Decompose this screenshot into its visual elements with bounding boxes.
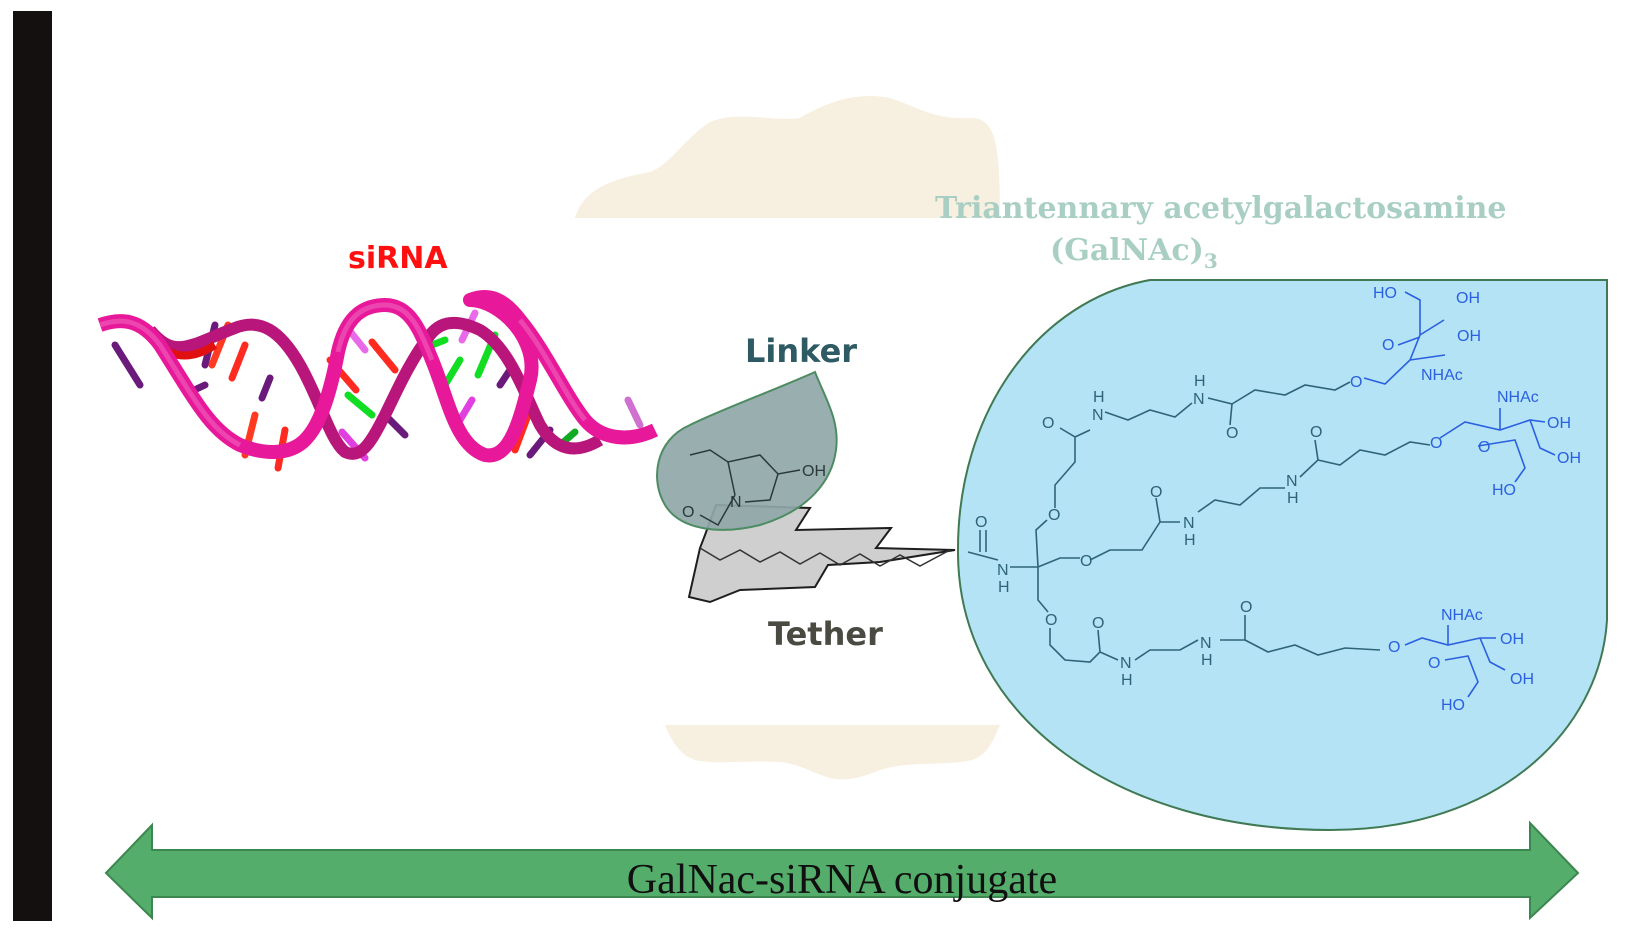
atom-n: N xyxy=(997,562,1009,579)
galnac-sugar-bottom: O O NHAc OH OH HO xyxy=(1388,607,1534,714)
helix-highlight xyxy=(335,302,435,361)
left-black-bar xyxy=(13,11,52,921)
helix-highlight xyxy=(518,318,587,422)
atom-n: N xyxy=(1120,655,1132,672)
atom-o: O xyxy=(1080,553,1092,570)
galnac-title-line1: Triantennary acetylgalactosamine xyxy=(935,191,1507,226)
atom-o: O xyxy=(1388,639,1400,656)
atom-h: H xyxy=(1121,672,1133,689)
tether-shape xyxy=(687,503,956,604)
atom-nhac: NHAc xyxy=(1497,389,1539,406)
atom-o: O xyxy=(1048,507,1060,524)
base-pair xyxy=(368,338,399,374)
atom-o: O xyxy=(1226,425,1238,442)
atom-o: O xyxy=(1310,424,1322,441)
linker-shape: OH N O xyxy=(656,370,838,531)
atom-n: N xyxy=(1200,635,1212,652)
atom-n: N xyxy=(1092,407,1104,424)
atom-h: H xyxy=(998,579,1010,596)
atom-oh: OH xyxy=(1456,290,1480,307)
atom-h: H xyxy=(1184,532,1196,549)
atom-n: N xyxy=(1193,391,1205,408)
galnac-title-line2: (GalNAc)3 xyxy=(1050,233,1218,273)
helix-highlight xyxy=(99,318,242,448)
atom-nhac: NHAc xyxy=(1421,367,1463,384)
base-pair xyxy=(496,366,514,389)
atom-oh: OH xyxy=(1547,415,1571,432)
background-cloud-bottom xyxy=(665,725,1000,780)
galnac-core-bonds xyxy=(967,381,1431,663)
base-pair xyxy=(344,391,376,419)
galnac-title-main: (GalNAc) xyxy=(1050,233,1204,268)
base-pair xyxy=(111,341,144,389)
galnac-title-subscript: 3 xyxy=(1204,249,1218,273)
atom-o: O xyxy=(1240,599,1252,616)
base-pair xyxy=(624,396,644,429)
galnac-sugar-top: O O HO OH OH NHAc xyxy=(1350,285,1481,391)
linker-bonds xyxy=(689,449,801,527)
atom-o: O xyxy=(1092,615,1104,632)
background-cloud-top xyxy=(575,96,1000,218)
linker-oh: OH xyxy=(802,463,826,480)
atom-o: O xyxy=(975,514,987,531)
atom-o: O xyxy=(1478,439,1490,456)
atom-oh: OH xyxy=(1500,631,1524,648)
sugar-bonds xyxy=(1439,408,1556,483)
atom-h: H xyxy=(1201,652,1213,669)
atom-o: O xyxy=(1382,337,1394,354)
atom-nhac: NHAc xyxy=(1441,607,1483,624)
base-pair xyxy=(428,336,449,349)
atom-ho: HO xyxy=(1492,482,1516,499)
atom-h: H xyxy=(1093,389,1105,406)
atom-n: N xyxy=(1286,473,1298,490)
base-pair xyxy=(258,374,274,402)
sugar-bonds xyxy=(1404,625,1506,698)
atom-o: O xyxy=(1350,374,1362,391)
base-pair xyxy=(456,396,476,424)
conjugate-double-arrow xyxy=(104,820,1580,921)
tether-chain xyxy=(699,547,951,567)
galnac-shape xyxy=(956,279,1608,832)
atom-o: O xyxy=(1042,415,1054,432)
atom-o: O xyxy=(1150,484,1162,501)
atom-ho: HO xyxy=(1373,285,1397,302)
sugar-bonds xyxy=(1363,291,1446,385)
atom-oh: OH xyxy=(1457,328,1481,345)
linker-label: Linker xyxy=(745,332,857,370)
conjugate-label: GalNac-siRNA conjugate xyxy=(627,857,1057,903)
atom-oh: OH xyxy=(1510,671,1534,688)
atom-ho: HO xyxy=(1441,697,1465,714)
sirna-label: siRNA xyxy=(348,241,448,276)
base-pair xyxy=(228,341,249,382)
base-pair xyxy=(441,356,464,389)
atom-o: O xyxy=(1430,435,1442,452)
atom-oh: OH xyxy=(1557,450,1581,467)
linker-leaf xyxy=(656,370,838,531)
atom-n: N xyxy=(1183,515,1195,532)
linker-n: N xyxy=(730,494,742,511)
galnac-sugar-middle: O O NHAc OH OH HO xyxy=(1430,389,1581,499)
tether-label: Tether xyxy=(768,615,883,653)
linker-o: O xyxy=(682,504,694,521)
atom-h: H xyxy=(1287,490,1299,507)
atom-o: O xyxy=(1045,612,1057,629)
sirna-helix xyxy=(97,289,659,472)
atom-h: H xyxy=(1194,373,1206,390)
atom-o: O xyxy=(1428,655,1440,672)
